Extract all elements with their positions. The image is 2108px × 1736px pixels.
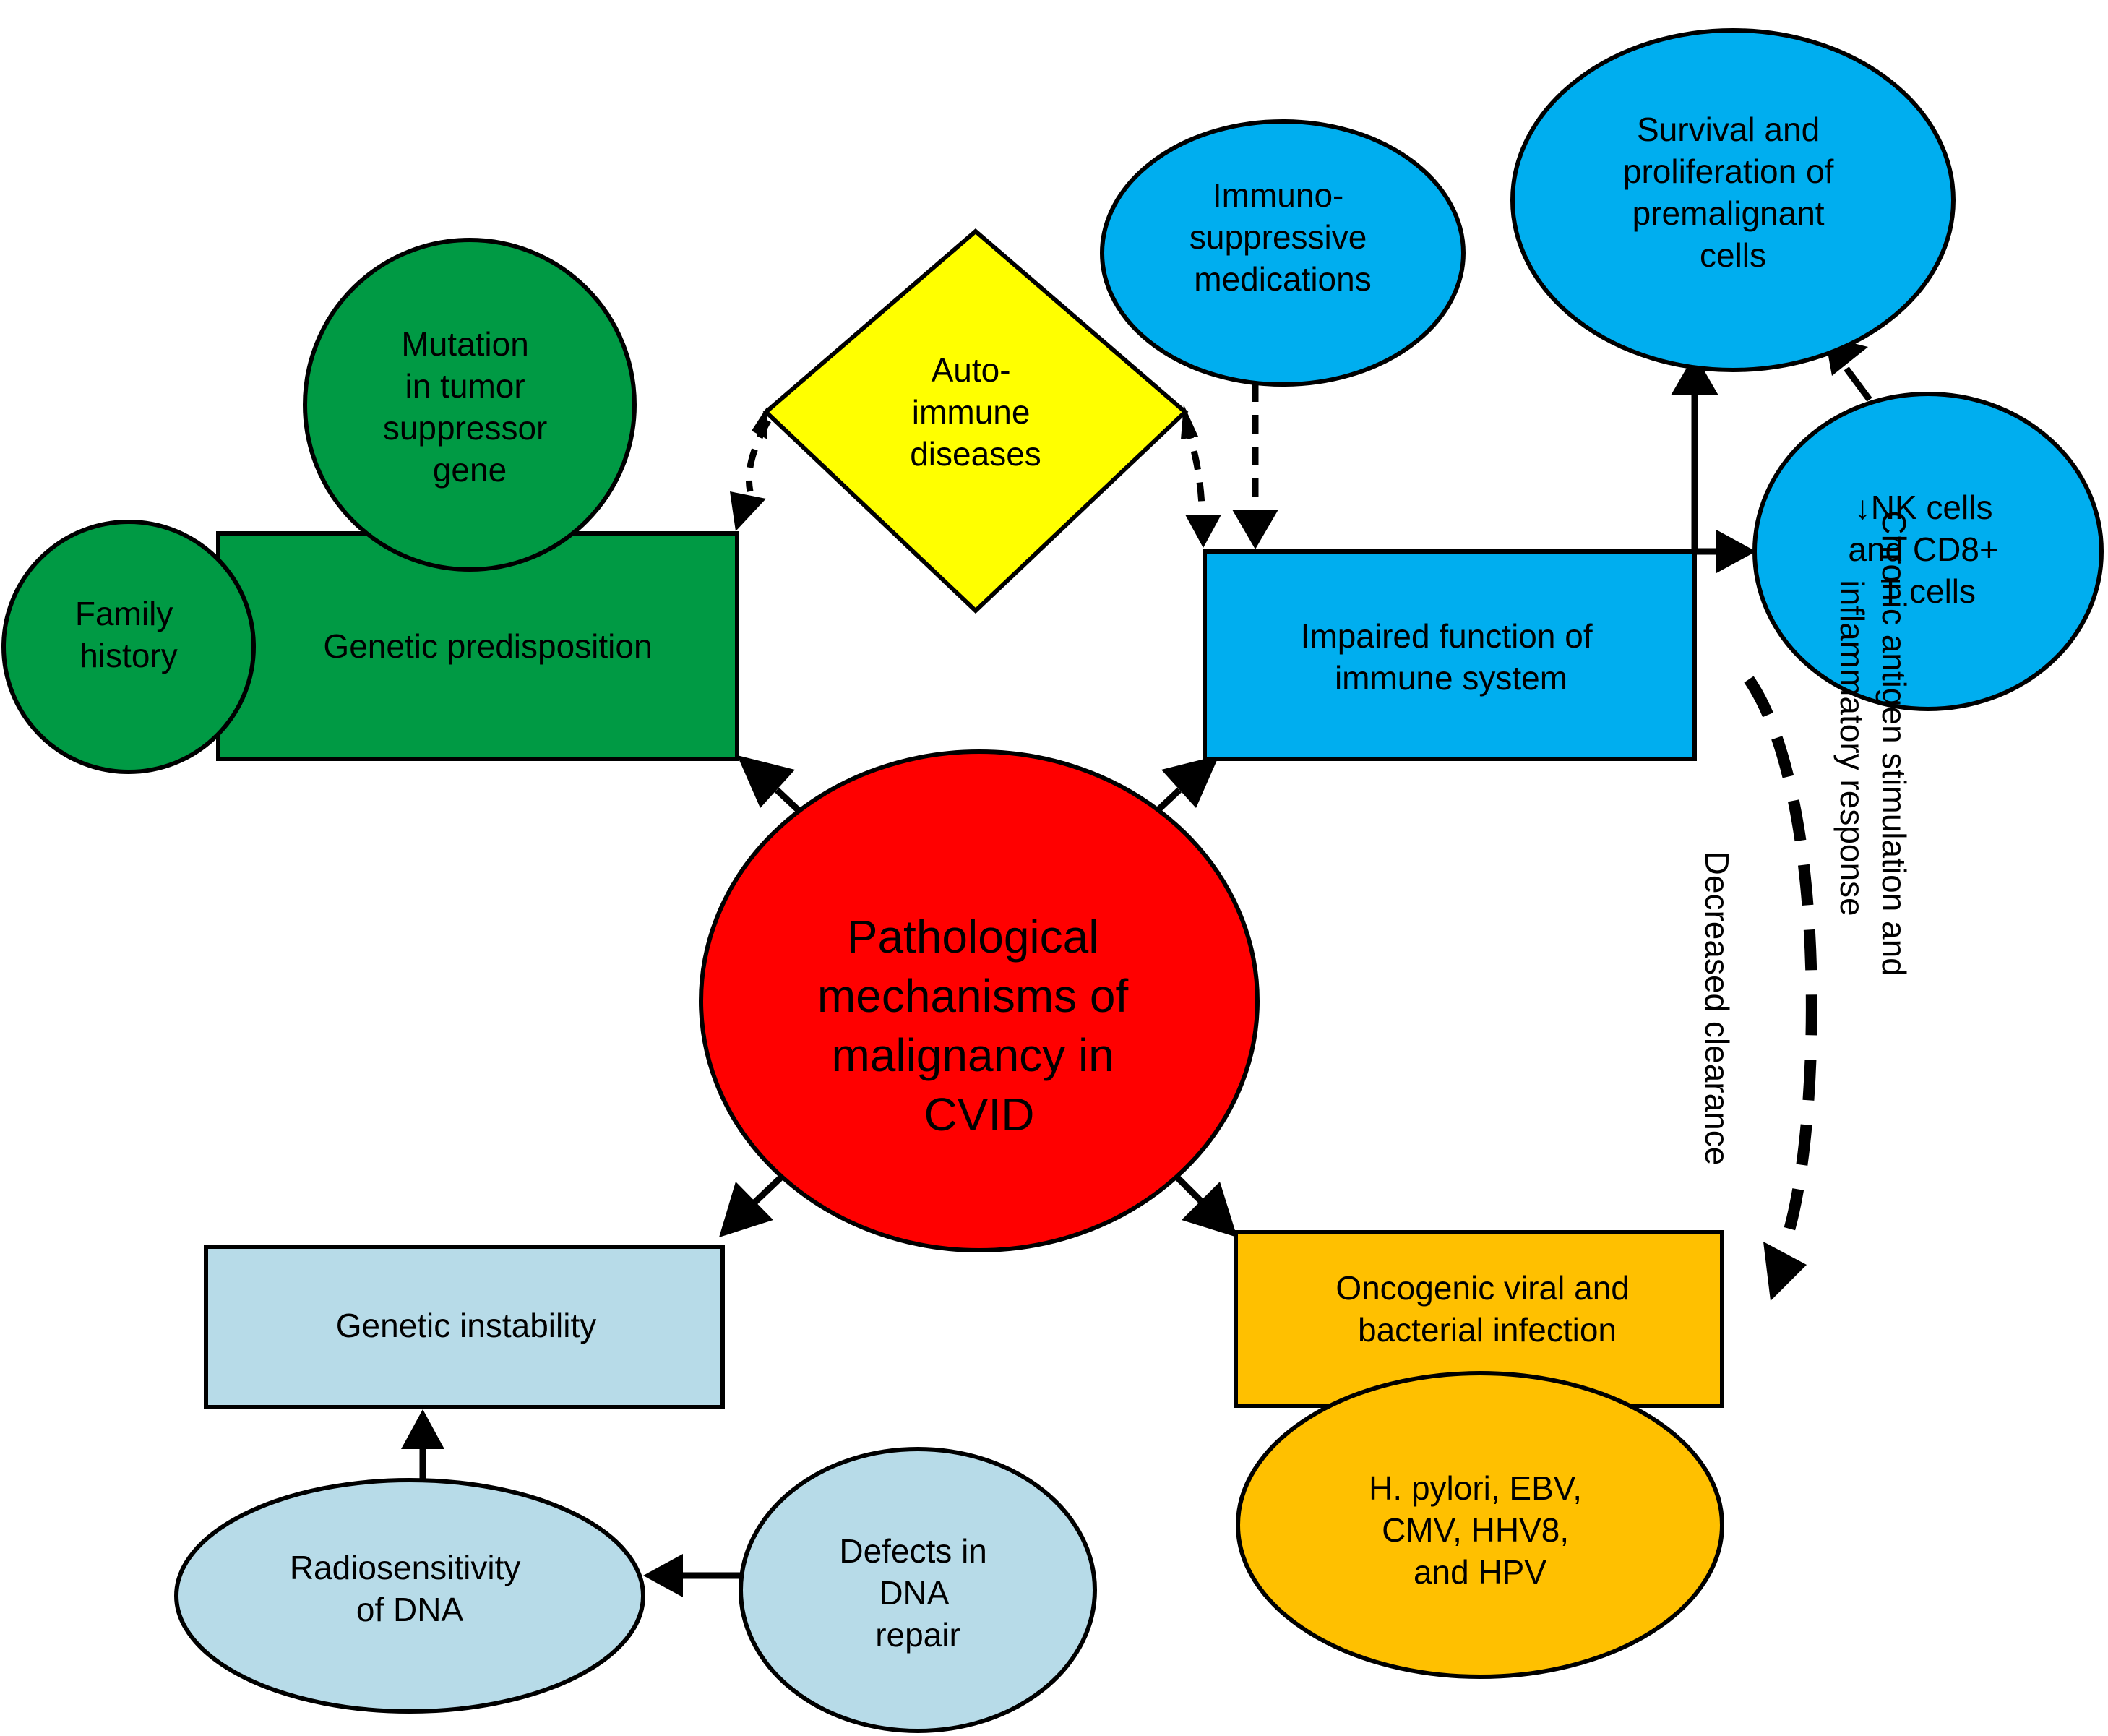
svg-text:Decreased clearance: Decreased clearance [1698, 851, 1736, 1166]
immunosuppressive-medications-label: Immuno- suppressive medications [1189, 176, 1376, 298]
nk-cd8-cells-label: ↓NK cells and CD8+ T cells [1848, 489, 2008, 610]
edge-meds-to-immune-dashed [1232, 383, 1278, 549]
edge-dna-repair-to-radiosensitivity [643, 1554, 741, 1597]
genetic-predisposition-label: Genetic predisposition [323, 627, 652, 665]
family-history-label: Family history [75, 595, 182, 674]
genetic-instability-label: Genetic instability [336, 1307, 597, 1344]
decreased-clearance-label: Decreased clearance [1698, 851, 1736, 1166]
impaired-immune-function-node: Impaired function of immune system [1203, 549, 1697, 761]
family-history-node: Family history [1, 520, 256, 774]
defects-dna-repair-label: Defects in DNA repair [839, 1532, 996, 1654]
mutation-tumor-suppressor-node: Mutation in tumor suppressor gene [303, 238, 637, 572]
center-label: Pathological mechanisms of malignancy in… [817, 911, 1141, 1140]
survival-proliferation-node: Survival and proliferation of premaligna… [1510, 28, 1956, 372]
impaired-immune-function-label: Impaired function of immune system [1301, 617, 1602, 697]
pathogens-node: H. pylori, EBV, CMV, HHV8, and HPV [1236, 1371, 1724, 1679]
edge-immune-to-survival [1671, 354, 1718, 549]
edge-autoimmune-genetic-dashed [730, 406, 771, 531]
svg-text:Chronic antigen stimulation an: Chronic antigen stimulation and inflamma… [1833, 510, 1913, 985]
edge-immune-to-nk [1695, 530, 1756, 573]
radiosensitivity-dna-node: Radiosensitivity of DNA [174, 1478, 645, 1714]
survival-proliferation-label: Survival and proliferation of premaligna… [1623, 111, 1843, 274]
autoimmune-diseases-node: Auto- immune diseases [762, 228, 1189, 614]
edge-radiosensitivity-to-instability [401, 1409, 444, 1480]
center-node: Pathological mechanisms of malignancy in… [699, 749, 1260, 1252]
autoimmune-diseases-label: Auto- immune diseases [910, 351, 1041, 473]
radiosensitivity-dna-label: Radiosensitivity of DNA [290, 1549, 530, 1628]
edge-center-to-genetic-instability [719, 1172, 787, 1237]
mutation-tumor-suppressor-label: Mutation in tumor suppressor gene [383, 325, 556, 489]
chronic-antigen-label: Chronic antigen stimulation and inflamma… [1833, 510, 1913, 985]
nk-cd8-cells-node: ↓NK cells and CD8+ T cells [1752, 392, 2104, 711]
immunosuppressive-medications-node: Immuno- suppressive medications [1100, 119, 1466, 387]
pathogens-label: H. pylori, EBV, CMV, HHV8, and HPV [1369, 1469, 1591, 1591]
genetic-instability-node: Genetic instability [204, 1245, 725, 1409]
edge-immune-to-infection-bigdash [1744, 676, 1817, 1301]
oncogenic-infection-label: Oncogenic viral and bacterial infection [1335, 1269, 1638, 1349]
defects-dna-repair-node: Defects in DNA repair [739, 1447, 1097, 1733]
edge-center-to-oncogenic-infection [1171, 1172, 1237, 1237]
edge-autoimmune-immune-dashed [1181, 405, 1221, 548]
